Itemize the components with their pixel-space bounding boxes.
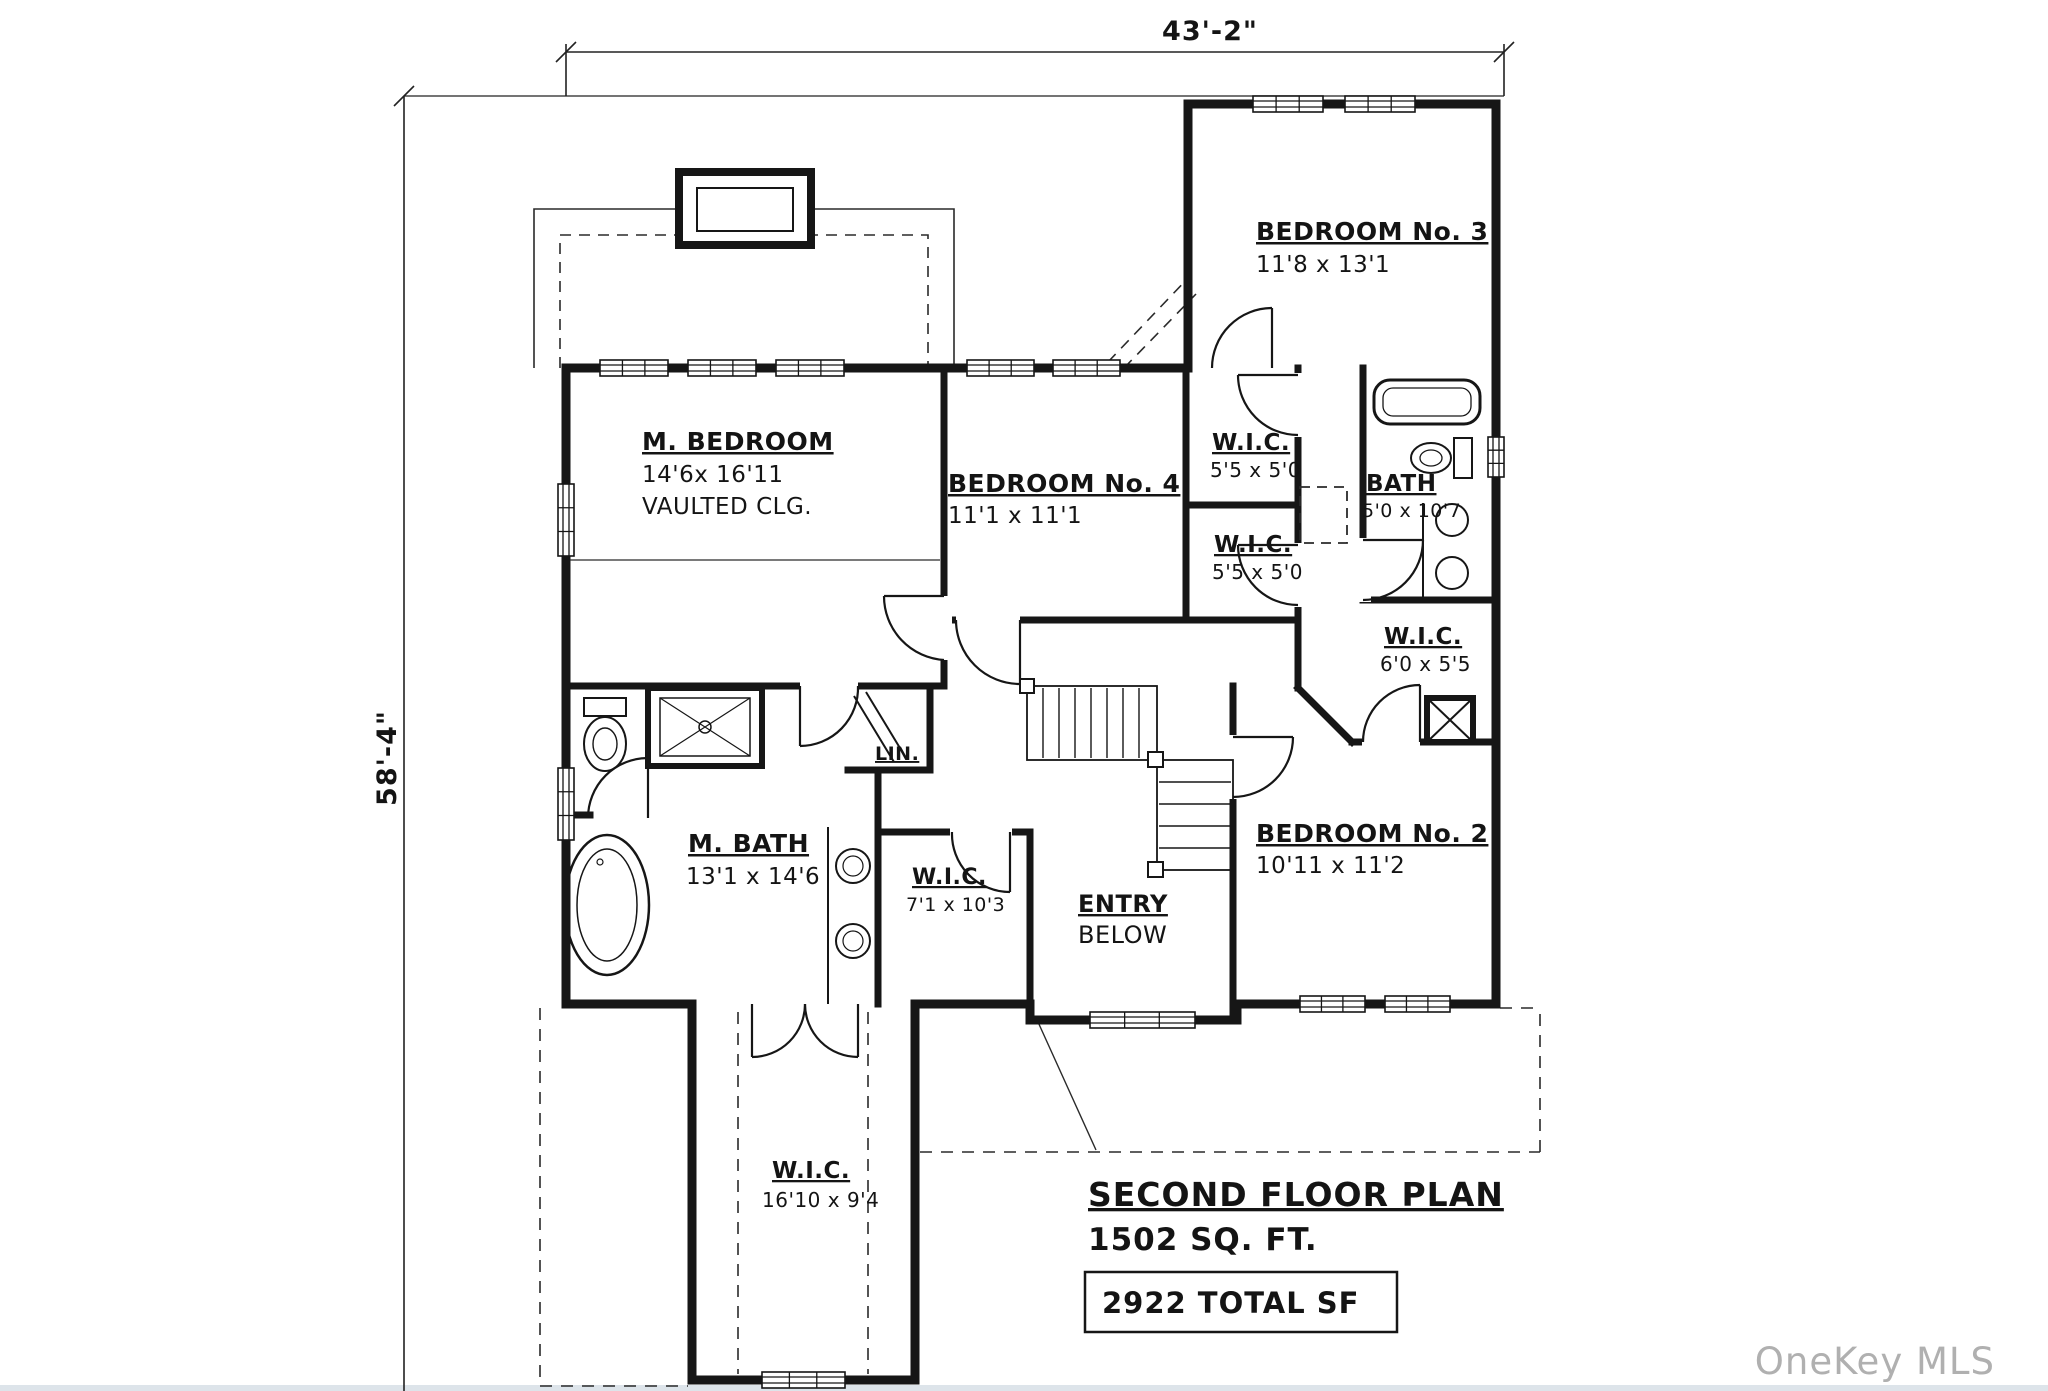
door-wic-right: [1361, 683, 1422, 743]
toilet: [1410, 437, 1473, 479]
room-label-bath: BATH: [1366, 471, 1436, 497]
room-dims-bath: 5'0 x 10'7: [1362, 500, 1461, 522]
door-wic-hall: [950, 831, 1012, 894]
door-linen-bifold: [853, 691, 907, 763]
window-glyph: [1299, 995, 1366, 1013]
newel-post: [1147, 861, 1164, 878]
room-dims-wic-lower: 16'10 x 9'4: [762, 1188, 879, 1212]
room-label-linen: LIN.: [875, 743, 919, 765]
door-wic-lower-left: [750, 1003, 807, 1059]
plan-total-sf: 2922 TOTAL SF: [1102, 1286, 1360, 1320]
window-glyph: [1487, 436, 1505, 478]
window-glyph: [775, 359, 845, 377]
shower: [645, 685, 765, 769]
stair-treads: [1042, 688, 1231, 849]
room-label-wic-lower: W.I.C.: [772, 1158, 850, 1184]
double-vanity: [827, 827, 871, 1004]
room-label-wic-mid: W.I.C.: [1214, 532, 1292, 558]
door-m-bath: [798, 685, 860, 748]
window-glyph: [687, 359, 757, 377]
newel-post: [1147, 751, 1164, 768]
window-glyph: [599, 359, 669, 377]
room-dims-m-bath: 13'1 x 14'6: [686, 864, 820, 890]
room-dims-wic-mid: 5'5 x 5'0: [1212, 560, 1303, 584]
room-label-m-bedroom: M. BEDROOM: [642, 427, 834, 456]
room-label-bedroom3: BEDROOM No. 3: [1256, 217, 1488, 246]
window-glyph: [1052, 359, 1121, 377]
total-sf-box: [1083, 1270, 1399, 1334]
title-block: SECOND FLOOR PLAN 1502 SQ. FT. 2922 TOTA…: [1083, 1175, 1504, 1334]
doors: [586, 306, 1425, 1059]
room-dims-bedroom3: 11'8 x 13'1: [1256, 252, 1390, 278]
room-note-m-bedroom: VAULTED CLG.: [642, 494, 812, 520]
window-glyph: [1344, 95, 1416, 113]
dimension-width-label: 43'-2": [1162, 16, 1258, 47]
room-dims-wic-right: 6'0 x 5'5: [1380, 652, 1471, 676]
door-bedroom2: [1232, 735, 1295, 799]
room-label-bedroom2: BEDROOM No. 2: [1256, 819, 1488, 848]
door-m-bedroom: [882, 594, 945, 662]
attic-hatch: [1299, 486, 1348, 544]
plan-area: 1502 SQ. FT.: [1088, 1222, 1318, 1258]
dimension-height-label: 58'-4": [372, 710, 403, 806]
door-wic-lower-right: [803, 1003, 860, 1059]
door-bath: [1362, 538, 1425, 602]
room-labels: BEDROOM No. 3 11'8 x 13'1 M. BEDROOM 14'…: [642, 217, 1488, 1212]
room-dims-wic-top: 5'5 x 5'0: [1210, 458, 1301, 482]
soaking-tub: [563, 833, 651, 977]
bathtub: [1372, 378, 1482, 426]
page-bottom-strip: [0, 1385, 2048, 1391]
room-label-m-bath: M. BATH: [688, 829, 809, 858]
room-dims-bedroom4: 11'1 x 11'1: [948, 503, 1082, 529]
room-label-bedroom4: BEDROOM No. 4: [948, 469, 1180, 498]
staircase: [1019, 678, 1234, 878]
room-dims-bedroom2: 10'11 x 11'2: [1256, 853, 1405, 879]
window-glyph: [1252, 95, 1324, 113]
room-dims-m-bedroom: 14'6x 16'11: [642, 462, 784, 488]
window-glyph: [761, 1371, 846, 1389]
window-glyph: [1384, 995, 1451, 1013]
plan-title: SECOND FLOOR PLAN: [1088, 1175, 1504, 1214]
room-dims-wic-hall: 7'1 x 10'3: [906, 894, 1005, 916]
door-gaps: [752, 359, 1420, 1013]
window-glyph: [1089, 1011, 1196, 1029]
door-toilet-room: [586, 756, 650, 819]
toilet: [583, 697, 627, 772]
door-bedroom4: [954, 619, 1022, 686]
room-label-entry: ENTRY: [1078, 890, 1168, 918]
hall-bath-fixtures: [1372, 378, 1482, 598]
double-vanity: [1422, 503, 1469, 598]
door-wic-mid: [1236, 543, 1299, 607]
room-label-wic-right: W.I.C.: [1384, 624, 1462, 650]
skylight: [675, 168, 815, 249]
windows: [557, 95, 1505, 1389]
newel-post: [1019, 678, 1035, 694]
room-label-wic-top: W.I.C.: [1212, 430, 1290, 456]
window-glyph: [557, 767, 575, 841]
door-bedroom3: [1210, 306, 1274, 369]
door-wic-top: [1236, 373, 1299, 437]
room-label-entry-below: BELOW: [1078, 921, 1167, 949]
room-label-wic-hall: W.I.C.: [912, 865, 987, 890]
m-bath-fixtures: [563, 685, 871, 1004]
window-glyph: [557, 483, 575, 557]
chase-box: [1424, 695, 1476, 745]
watermark: OneKey MLS: [1755, 1340, 1995, 1383]
window-glyph: [966, 359, 1035, 377]
